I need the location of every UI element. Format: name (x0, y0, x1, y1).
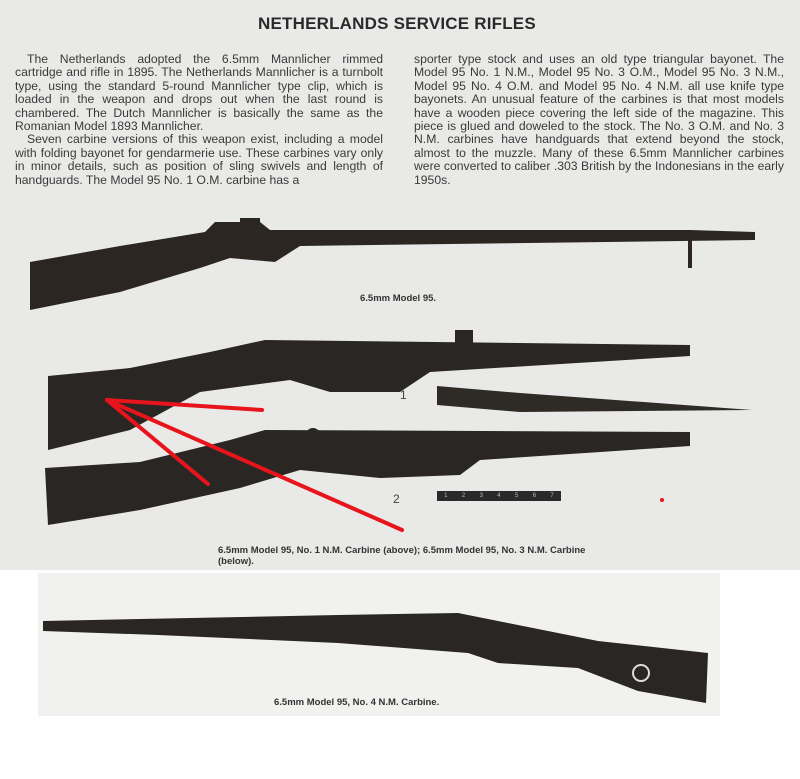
bayonet (437, 386, 752, 412)
caption-no4: 6.5mm Model 95, No. 4 N.M. Carbine. (274, 697, 440, 708)
book-page: NETHERLANDS SERVICE RIFLES The Netherlan… (0, 0, 800, 570)
paragraph: Seven carbine versions of this weapon ex… (15, 132, 383, 187)
caption-rifle: 6.5mm Model 95. (360, 293, 437, 304)
text-column-1: The Netherlands adopted the 6.5mm Mannli… (15, 52, 383, 187)
rifle-photos (30, 218, 755, 532)
text-column-2: sporter type stock and uses an old type … (414, 52, 784, 187)
caption-carbines: 6.5mm Model 95, No. 1 N.M. Carbine (abov… (218, 545, 586, 567)
rifle-model-95 (30, 218, 755, 310)
carbine-no3 (45, 428, 690, 525)
page-title: NETHERLANDS SERVICE RIFLES (258, 14, 536, 33)
red-dot (660, 498, 664, 502)
carbine-no4-photo: 6.5mm Model 95, No. 4 N.M. Carbine. (38, 573, 720, 716)
label-2: 2 (393, 492, 400, 506)
carbine-no4 (43, 613, 708, 703)
paragraph: The Netherlands adopted the 6.5mm Mannli… (15, 52, 383, 134)
label-1: 1 (400, 388, 407, 402)
red-annotation-lines (105, 398, 404, 532)
carbine-no1 (48, 330, 690, 450)
paragraph: sporter type stock and uses an old type … (414, 52, 784, 187)
